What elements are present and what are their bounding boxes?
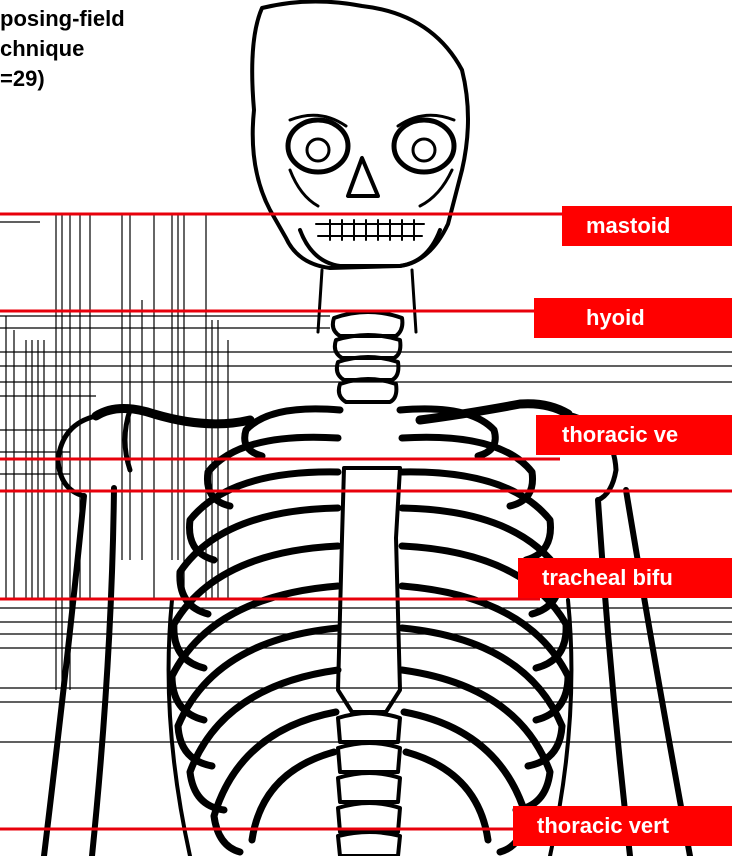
right-ribs bbox=[400, 409, 568, 852]
left-ribs bbox=[172, 409, 340, 852]
cervical-vertebrae bbox=[333, 312, 403, 402]
label-mastoid: mastoid bbox=[562, 206, 732, 246]
thoracic-vertebrae bbox=[338, 713, 400, 856]
right-humerus bbox=[598, 490, 690, 856]
sternum bbox=[338, 468, 400, 712]
ribcage-outline bbox=[169, 600, 572, 856]
right-eye-socket bbox=[394, 120, 454, 172]
left-clavicle bbox=[96, 408, 250, 423]
title-line: =29) bbox=[0, 64, 125, 94]
skull bbox=[252, 1, 468, 268]
left-eye-socket bbox=[288, 120, 348, 172]
label-thoracic-vertebra-upper: thoracic ve bbox=[536, 415, 732, 455]
left-humerus bbox=[44, 488, 114, 856]
title-line: posing-field bbox=[0, 4, 125, 34]
label-hyoid: hyoid bbox=[534, 298, 732, 338]
teeth bbox=[316, 220, 424, 240]
nasal-cavity bbox=[348, 158, 378, 196]
label-thoracic-vertebra-lower: thoracic vert bbox=[513, 806, 732, 846]
title-line: chnique bbox=[0, 34, 125, 64]
label-tracheal-bifurcation: tracheal bifu bbox=[518, 558, 732, 598]
left-shoulder bbox=[58, 410, 130, 496]
